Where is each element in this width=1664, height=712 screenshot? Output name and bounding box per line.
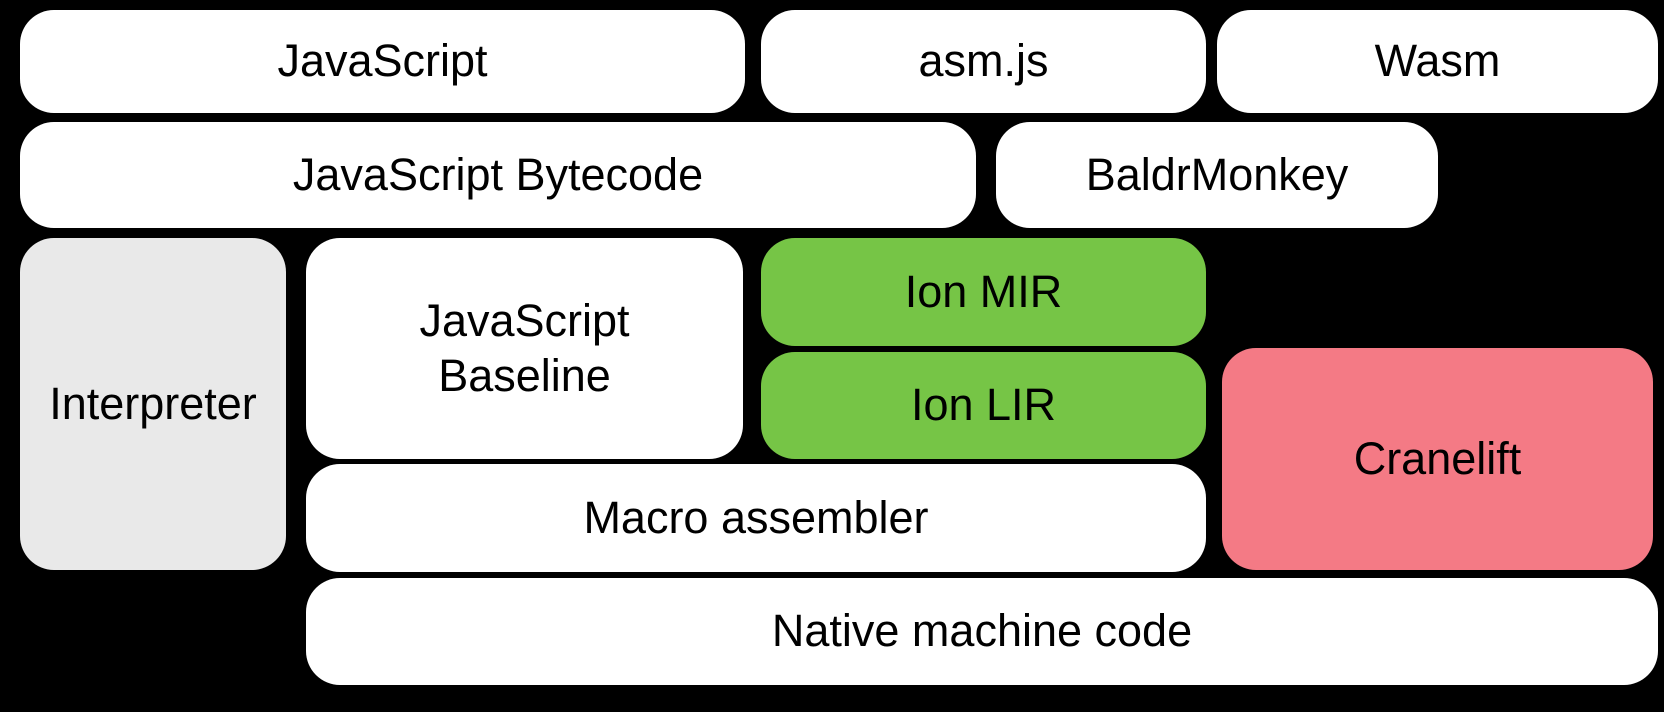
box-ion-mir-label: Ion MIR <box>904 265 1063 317</box>
box-baldrmonkey-label: BaldrMonkey <box>1085 148 1349 200</box>
box-javascript-baseline-label: JavaScript Baseline <box>419 294 630 401</box>
box-javascript: JavaScript <box>20 10 745 113</box>
box-baldrmonkey: BaldrMonkey <box>996 122 1438 228</box>
box-native-machine-code-label: Native machine code <box>771 605 1193 657</box>
box-ion-lir-label: Ion LIR <box>910 379 1057 431</box>
box-macro-assembler-label: Macro assembler <box>583 491 929 543</box>
box-ion-mir: Ion MIR <box>761 238 1206 346</box>
box-ion-lir: Ion LIR <box>761 352 1206 459</box>
box-native-machine-code: Native machine code <box>306 578 1658 685</box>
box-cranelift-label: Cranelift <box>1353 432 1522 484</box>
box-javascript-bytecode-label: JavaScript Bytecode <box>292 148 704 200</box>
box-wasm: Wasm <box>1217 10 1658 113</box>
box-asmjs: asm.js <box>761 10 1206 113</box>
box-javascript-baseline: JavaScript Baseline <box>306 238 743 459</box>
box-interpreter-label: Interpreter <box>49 377 257 429</box>
box-asmjs-label: asm.js <box>918 35 1049 87</box>
box-wasm-label: Wasm <box>1374 35 1501 87</box>
box-javascript-label: JavaScript <box>277 35 488 87</box>
box-macro-assembler: Macro assembler <box>306 464 1206 572</box>
box-cranelift: Cranelift <box>1222 348 1653 570</box>
box-interpreter: Interpreter <box>20 238 286 570</box>
box-javascript-bytecode: JavaScript Bytecode <box>20 122 976 228</box>
